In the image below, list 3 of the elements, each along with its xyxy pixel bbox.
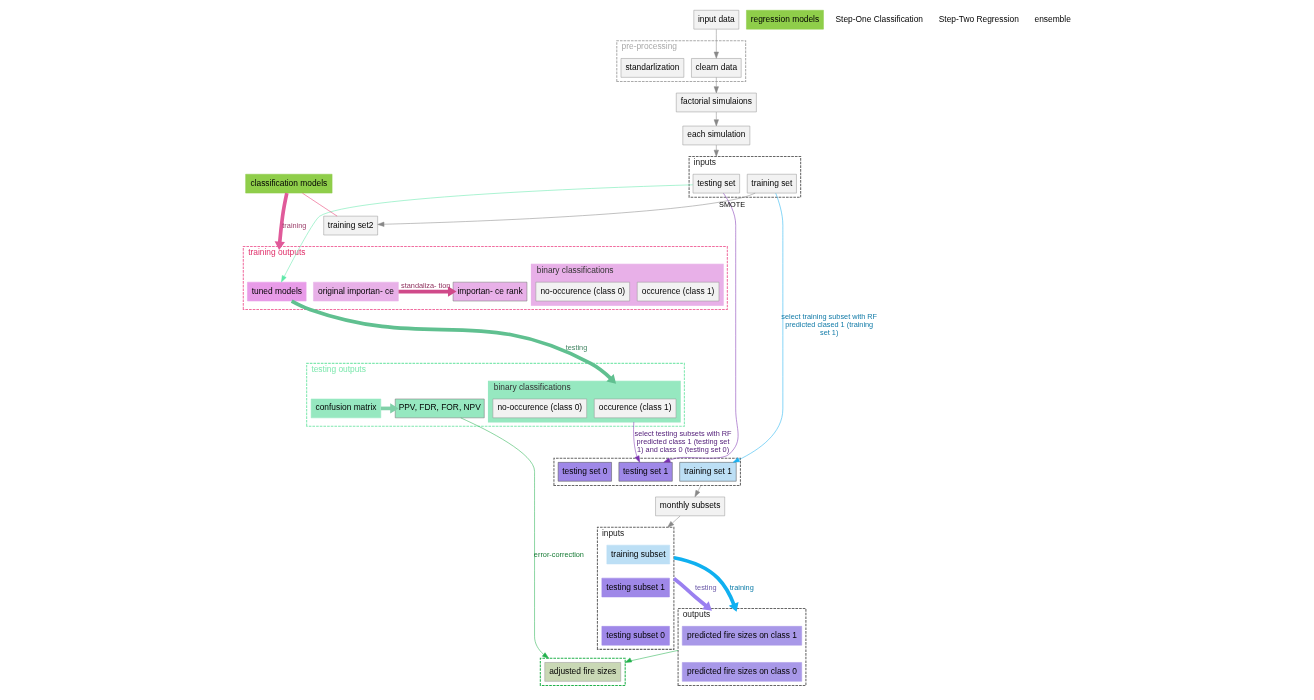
- label: ensemble: [1034, 13, 1071, 24]
- label: Step-Two Regression: [938, 13, 1019, 24]
- label: Step-One Classification: [835, 13, 923, 24]
